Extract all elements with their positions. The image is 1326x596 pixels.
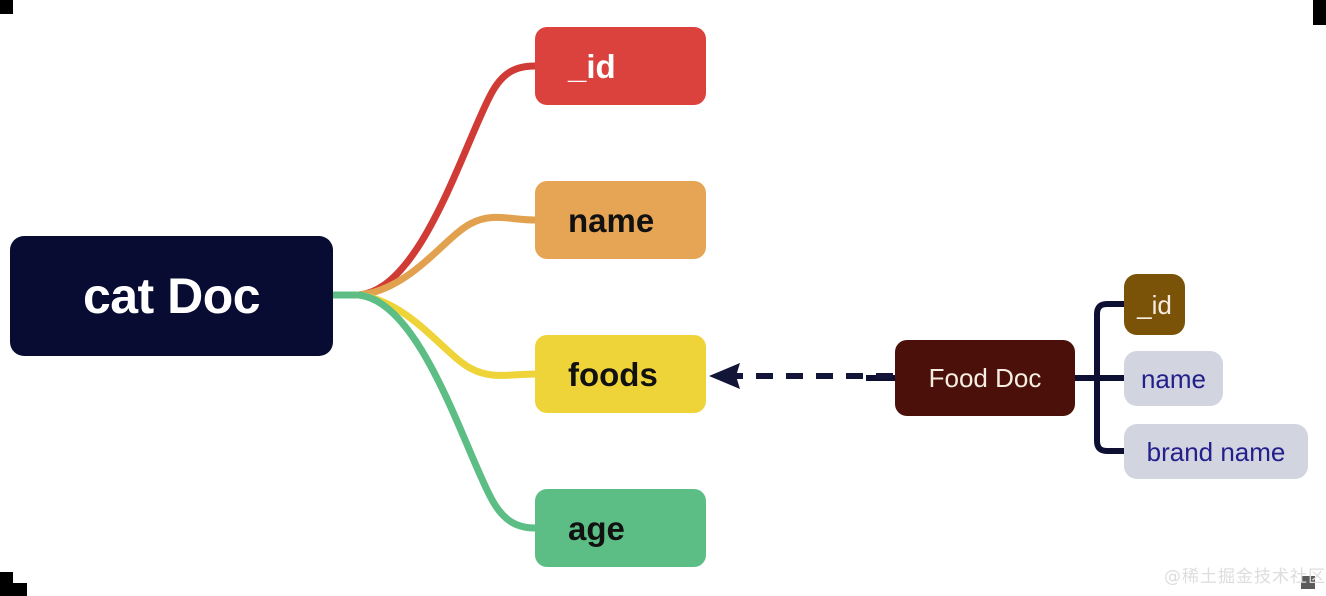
node-food-field-name-label: name (1140, 363, 1207, 394)
node-cat-field-foods-label: foods (568, 355, 658, 393)
corner-mark-top-left (0, 0, 13, 14)
node-cat-field-age[interactable]: age (535, 489, 706, 567)
edge-reference-arrow-head (709, 363, 740, 389)
node-cat-field-id[interactable]: _id (535, 27, 706, 105)
corner-mark-bottom-left-horizontal (0, 583, 27, 596)
node-food-field-name[interactable]: name (1124, 351, 1223, 406)
node-cat-field-name-label: name (568, 201, 655, 239)
edge-catdoc-to-name (355, 213, 539, 299)
node-food-doc-label: Food Doc (928, 363, 1042, 393)
corner-mark-bottom-right (1301, 576, 1315, 589)
corner-mark-top-right (1313, 0, 1326, 25)
node-cat-field-age-label: age (568, 509, 625, 547)
edge-catdoc-to-foods (355, 291, 539, 379)
node-cat-doc-label: cat Doc (82, 268, 261, 324)
node-food-field-brand-name[interactable]: brand name (1124, 424, 1308, 479)
node-cat-doc[interactable]: cat Doc (10, 236, 333, 356)
node-cat-field-foods[interactable]: foods (535, 335, 706, 413)
node-cat-field-id-label: _id (568, 47, 616, 85)
edge-catdoc-to-id (355, 62, 539, 299)
node-cat-field-name[interactable]: name (535, 181, 706, 259)
node-food-field-id-label: _id (1137, 289, 1172, 320)
edge-fooddoc-to-brand (1094, 378, 1127, 454)
edge-fooddoc-to-id (1094, 301, 1127, 378)
node-food-field-brand-name-label: brand name (1146, 436, 1286, 467)
watermark-text: @稀土掘金技术社区 (1164, 567, 1326, 587)
node-food-doc[interactable]: Food Doc (895, 340, 1075, 416)
edge-catdoc-to-age (355, 291, 539, 532)
node-food-field-id[interactable]: _id (1124, 274, 1185, 335)
